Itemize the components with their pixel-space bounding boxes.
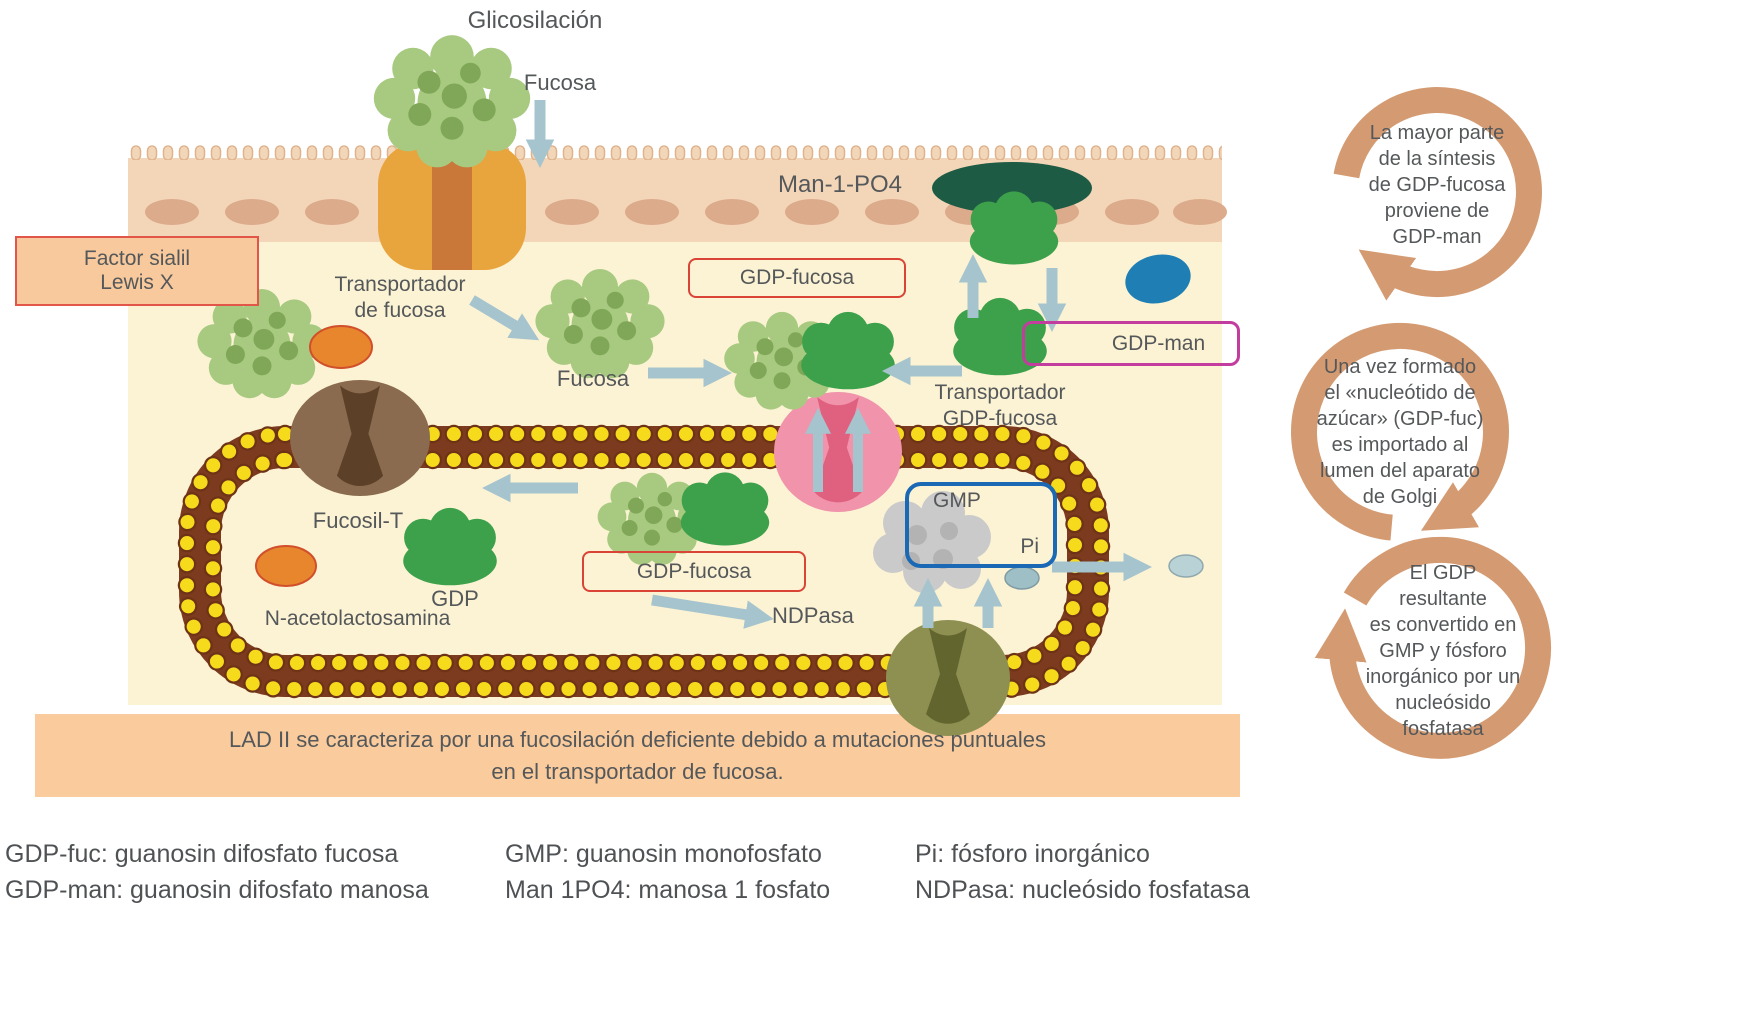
sialic-acid-icon: [309, 325, 373, 369]
n-acetolactosamina-label: N-acetolactosamina: [264, 607, 451, 630]
ndpase-arrow: [651, 594, 774, 629]
blue-vesicle: [1125, 254, 1191, 304]
cycle-note-3: El GDP resultante es convertido en GMP y…: [1365, 562, 1521, 740]
fucose-transporter-label: Transportador de fucosa: [334, 273, 466, 322]
gdp-label: GDP: [431, 586, 479, 611]
fucose-top-label: Fucosa: [523, 70, 597, 95]
fucose-cytosol-icon: [535, 268, 665, 379]
gdp-man-box: GDP-man: [1022, 321, 1240, 366]
cycle-note-1: La mayor parte de la síntesis de GDP-fuc…: [1368, 122, 1506, 248]
cycle-arrows: [1291, 87, 1551, 759]
fucose-transporter-protein: [378, 142, 526, 270]
pi-molecule-icon: [1004, 566, 1040, 590]
lad-ii-banner-text: LAD II se caracteriza por una fucosilaci…: [229, 727, 1046, 784]
cycle-arrow-2: [1291, 322, 1509, 541]
cycle-note-2: Una vez formado el «nucleótido de azúcar…: [1316, 356, 1484, 508]
legend-pi: Pi: fósforo inorgánico: [915, 840, 1150, 868]
membrane-microvilli: [128, 144, 1222, 160]
flow-arrows: [469, 100, 1153, 629]
legend-gmp: GMP: guanosin monofosfato: [505, 840, 822, 868]
gdp-fucose-transporter-label: Transportador GDP-fucosa: [934, 381, 1066, 430]
gdp-fucose-transporter-protein: [774, 392, 902, 512]
gmp-pi-box: GMP Pi: [905, 482, 1057, 568]
fucose-mid-label: Fucosa: [556, 366, 630, 391]
ndpase-label: NDPasa: [772, 603, 854, 628]
pi-label: Pi: [1020, 535, 1039, 559]
fucose-glycan-extracellular-icon: [373, 35, 531, 168]
n-acetolactosamina-icon: [255, 545, 317, 587]
legend-ndpasa: NDPasa: nucleósido fosfatasa: [915, 876, 1250, 904]
fucosyl-t-label: Fucosil-T: [312, 508, 404, 533]
legend-man1po4: Man 1PO4: manosa 1 fosfato: [505, 876, 831, 904]
banner-background: [35, 714, 1240, 797]
cycle-arrow-1: [1333, 87, 1542, 301]
ndpase-protein: [886, 620, 1010, 736]
fucosyltransferase-protein: [290, 380, 430, 496]
dark-green-membrane-protein: [932, 162, 1092, 214]
factor-sialil-lewis-x-box: Factor sialil Lewis X: [15, 236, 259, 306]
legend-gdp-fuc: GDP-fuc: guanosin difosfato fucosa: [5, 840, 399, 868]
gdp-fucose-cytosol-box: GDP-fucosa: [688, 258, 906, 298]
gdp-fucose-golgi-box: GDP-fucosa: [582, 551, 806, 592]
legend-gdp-man: GDP-man: guanosin difosfato manosa: [5, 876, 429, 904]
man-1-po4-label: Man-1-PO4: [777, 171, 903, 198]
diagram-title: Glicosilación: [467, 7, 603, 34]
pi-exported-icon: [1168, 554, 1204, 578]
cycle-arrow-3: [1314, 536, 1551, 759]
transporter-to-fucose-arrow: [469, 295, 540, 341]
gmp-label: GMP: [933, 489, 981, 512]
